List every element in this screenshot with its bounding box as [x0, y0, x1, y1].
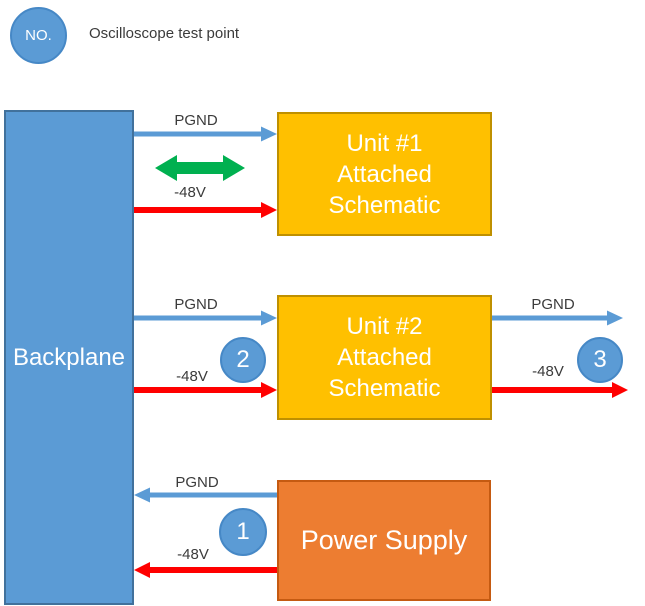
bidirectional-arrow-icon: [155, 155, 245, 181]
test-point-3-number: 3: [593, 346, 607, 373]
neg48-label-power: -48V: [177, 546, 209, 563]
backplane-label: Backplane: [12, 343, 126, 371]
neg48-arrow-unit2-out: [492, 382, 628, 398]
neg48-label-unit1: -48V: [174, 184, 206, 201]
neg48-arrow-power: [134, 562, 277, 578]
unit2-block: Unit #2 Attached Schematic: [277, 295, 492, 420]
un2-line3: Schematic: [328, 375, 441, 402]
test-point-2-number: 2: [236, 346, 250, 373]
pgnd-label-power: PGND: [175, 474, 219, 491]
backplane-block: Backplane: [4, 110, 134, 605]
unit1-line2: Attached: [337, 160, 432, 188]
legend-badge-text: NO.: [25, 27, 52, 44]
legend-label: Oscilloscope test point: [89, 25, 240, 42]
test-point-2-badge: 2: [220, 337, 266, 383]
test-point-3-badge: 3: [577, 337, 623, 383]
pgnd-label-unit2-in: PGND: [174, 296, 218, 313]
unit1-line3: Schematic: [328, 191, 441, 219]
unit1-line1: Unit #1: [346, 129, 423, 157]
pgnd-label-unit2-out: PGND: [531, 296, 575, 313]
power-supply-label: Power Supply: [300, 525, 468, 555]
test-point-1-badge: 1: [219, 508, 267, 556]
test-point-1-number: 1: [236, 518, 250, 545]
unit1-block: Unit #1 Attached Schematic: [277, 112, 492, 236]
power-supply-block: Power Supply: [277, 480, 491, 601]
neg48-label-unit2-in: -48V: [176, 368, 208, 385]
neg48-arrow-unit1: [134, 202, 277, 218]
unit2-line1: Unit #2: [346, 313, 423, 340]
neg48-label-unit2-out: -48V: [532, 363, 564, 380]
legend-test-point-badge: NO.: [10, 7, 67, 64]
pgnd-label-unit1: PGND: [174, 112, 218, 129]
unit2-line2: Attached: [337, 344, 432, 371]
